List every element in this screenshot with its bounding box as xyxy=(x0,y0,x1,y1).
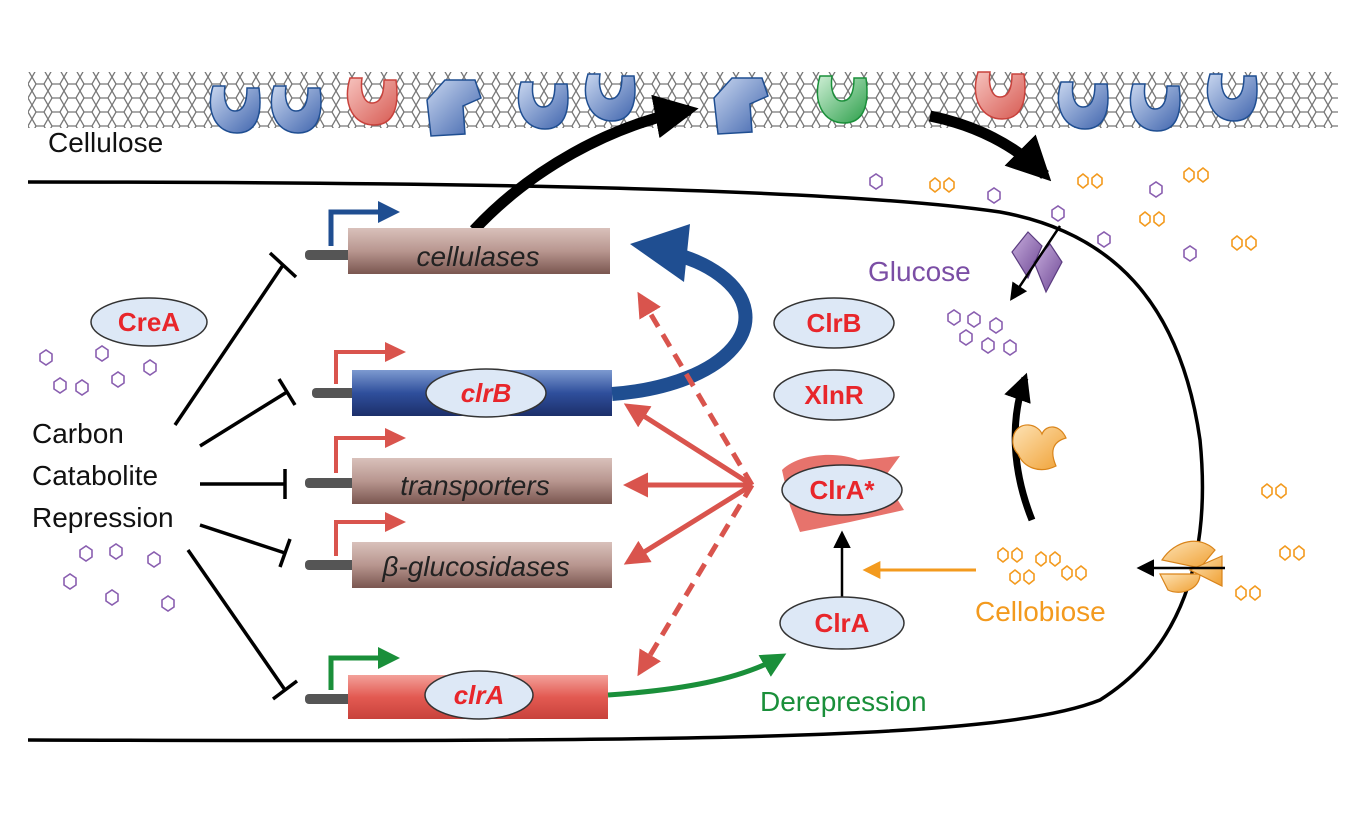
xlnr-protein-label: XlnR xyxy=(804,380,863,410)
enzyme-icon xyxy=(1206,73,1258,122)
clra-star-protein: ClrA* xyxy=(781,454,904,532)
enzyme-icon xyxy=(816,75,868,124)
crea-label: CreA xyxy=(118,307,180,337)
enzyme-icon xyxy=(209,85,261,134)
derepression-arrow xyxy=(607,653,787,698)
repression-lines xyxy=(173,251,299,701)
enzyme-icon xyxy=(974,71,1026,120)
gene-cellulases-label: cellulases xyxy=(417,241,540,272)
clra-star-protein-label: ClrA* xyxy=(809,475,875,505)
ccr-label-carbon: Carbon xyxy=(32,418,124,449)
enzyme-icon xyxy=(584,73,636,122)
cellulase-enzymes xyxy=(209,71,1258,137)
cellobiose-transporter xyxy=(1159,540,1223,593)
enzyme-icon xyxy=(426,79,482,137)
gene-clrb: clrB xyxy=(312,342,612,418)
derepression-label: Derepression xyxy=(760,686,927,717)
bglucosidase-enzyme-icon xyxy=(1012,424,1067,471)
enzyme-icon xyxy=(517,81,569,130)
clrb-activation-arrow xyxy=(611,245,753,401)
enzyme-icon xyxy=(1129,83,1181,132)
ccr-label-catabolite: Catabolite xyxy=(32,460,158,491)
xlnr-protein: XlnR xyxy=(773,369,895,421)
glucose-uptake-arrow xyxy=(1010,225,1062,301)
gene-clrb-label: clrB xyxy=(461,378,512,408)
gene-clra: clrA xyxy=(305,647,608,720)
ccr-label-repression: Repression xyxy=(32,502,174,533)
secretion-arrow xyxy=(469,94,699,234)
sugar-molecules xyxy=(39,166,1305,612)
gene-transporters-label: transporters xyxy=(400,470,549,501)
clra-star-activation-arrows xyxy=(623,291,755,677)
clrb-protein-label: ClrB xyxy=(807,308,862,338)
crea-protein: CreA xyxy=(90,297,208,347)
clrb-protein: ClrB xyxy=(773,297,895,349)
cellulose-label: Cellulose xyxy=(48,127,163,158)
clra-protein: ClrA xyxy=(779,596,905,650)
enzyme-icon xyxy=(346,77,398,126)
hydrolysis-arrow xyxy=(928,110,1052,182)
gene-transporters: transporters xyxy=(305,428,612,504)
clrb-arrowhead xyxy=(630,224,690,282)
cell-membrane xyxy=(27,180,1205,743)
enzyme-icon xyxy=(270,85,322,134)
gene-bglucosidases: β-glucosidases xyxy=(305,512,612,588)
gene-bglucosidases-label: β-glucosidases xyxy=(381,551,569,582)
enzyme-icon xyxy=(713,77,769,135)
clra-protein-label: ClrA xyxy=(815,608,870,638)
cellobiose-label: Cellobiose xyxy=(975,596,1106,627)
glucose-label: Glucose xyxy=(868,256,971,287)
gene-cellulases: cellulases xyxy=(305,201,610,274)
enzyme-icon xyxy=(1057,81,1109,130)
gene-clra-label: clrA xyxy=(454,680,505,710)
